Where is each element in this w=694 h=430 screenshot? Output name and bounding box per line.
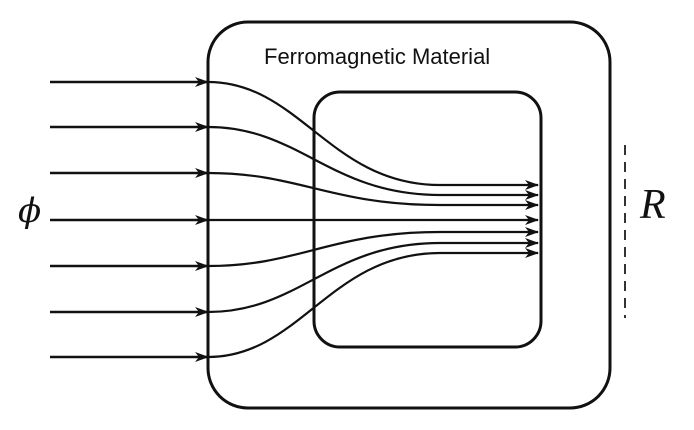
outer-material-box <box>206 20 612 410</box>
converging-flux-line <box>207 248 539 359</box>
converging-flux-line <box>207 171 539 210</box>
converging-flux-lines <box>207 80 539 359</box>
converging-flux-line <box>207 125 539 200</box>
material-label: Ferromagnetic Material <box>264 44 490 69</box>
converging-flux-line <box>207 227 539 268</box>
reluctance-symbol: R <box>639 182 666 228</box>
flux-symbol: ϕ <box>18 191 41 231</box>
converging-flux-line <box>207 238 539 314</box>
incoming-flux-arrows <box>50 77 209 362</box>
converging-flux-line <box>207 80 539 190</box>
